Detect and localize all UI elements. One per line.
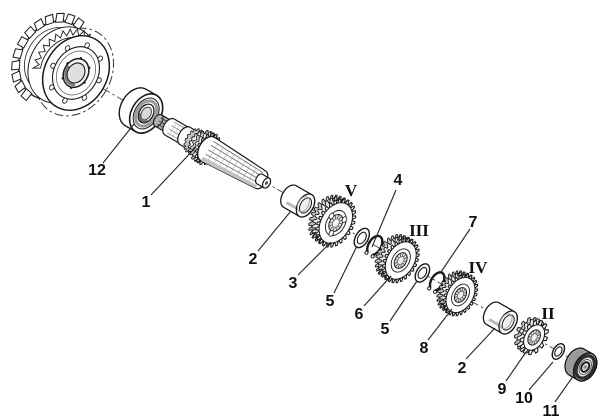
- callout-5-front: 5: [326, 293, 335, 310]
- callout-8: 8: [420, 340, 429, 357]
- gear-position-label-v: V: [345, 181, 358, 200]
- gear-position-label-ii: II: [541, 304, 555, 323]
- gear-iv-8: [436, 270, 479, 317]
- gear-ii-9: [513, 317, 549, 356]
- callout-labels: 12 1 2 3 4 5 6 5 7 8 2 9 10 11 V III IV …: [88, 162, 559, 420]
- callout-3: 3: [289, 275, 298, 292]
- callout-12: 12: [88, 162, 106, 179]
- bearing-11: [564, 347, 598, 382]
- gear-iii-6: [374, 233, 420, 284]
- roller-bushing-2-front: [280, 184, 316, 218]
- callout-4: 4: [394, 172, 403, 189]
- callout-11: 11: [543, 403, 560, 420]
- clutch-basket: [11, 12, 115, 117]
- callout-2-rear: 2: [458, 360, 467, 377]
- leader-lines: [102, 123, 575, 403]
- gear-position-label-iii: III: [409, 221, 429, 240]
- bearing-12: [118, 87, 164, 134]
- callout-1: 1: [142, 194, 151, 211]
- callout-7: 7: [469, 214, 478, 231]
- callout-5-rear: 5: [381, 321, 390, 338]
- washer-5-rear: [414, 263, 431, 283]
- callout-6: 6: [355, 306, 364, 323]
- callout-9: 9: [498, 381, 507, 398]
- main-shaft-1: [152, 113, 272, 190]
- circlip-4: [364, 234, 384, 259]
- roller-bushing-2-rear: [482, 301, 518, 335]
- washer-5-front: [353, 227, 371, 249]
- callout-10: 10: [515, 390, 533, 407]
- gear-v-3: [308, 194, 357, 248]
- gear-position-label-iv: IV: [469, 258, 489, 277]
- callout-2-front: 2: [249, 251, 258, 268]
- washer-10: [551, 343, 566, 360]
